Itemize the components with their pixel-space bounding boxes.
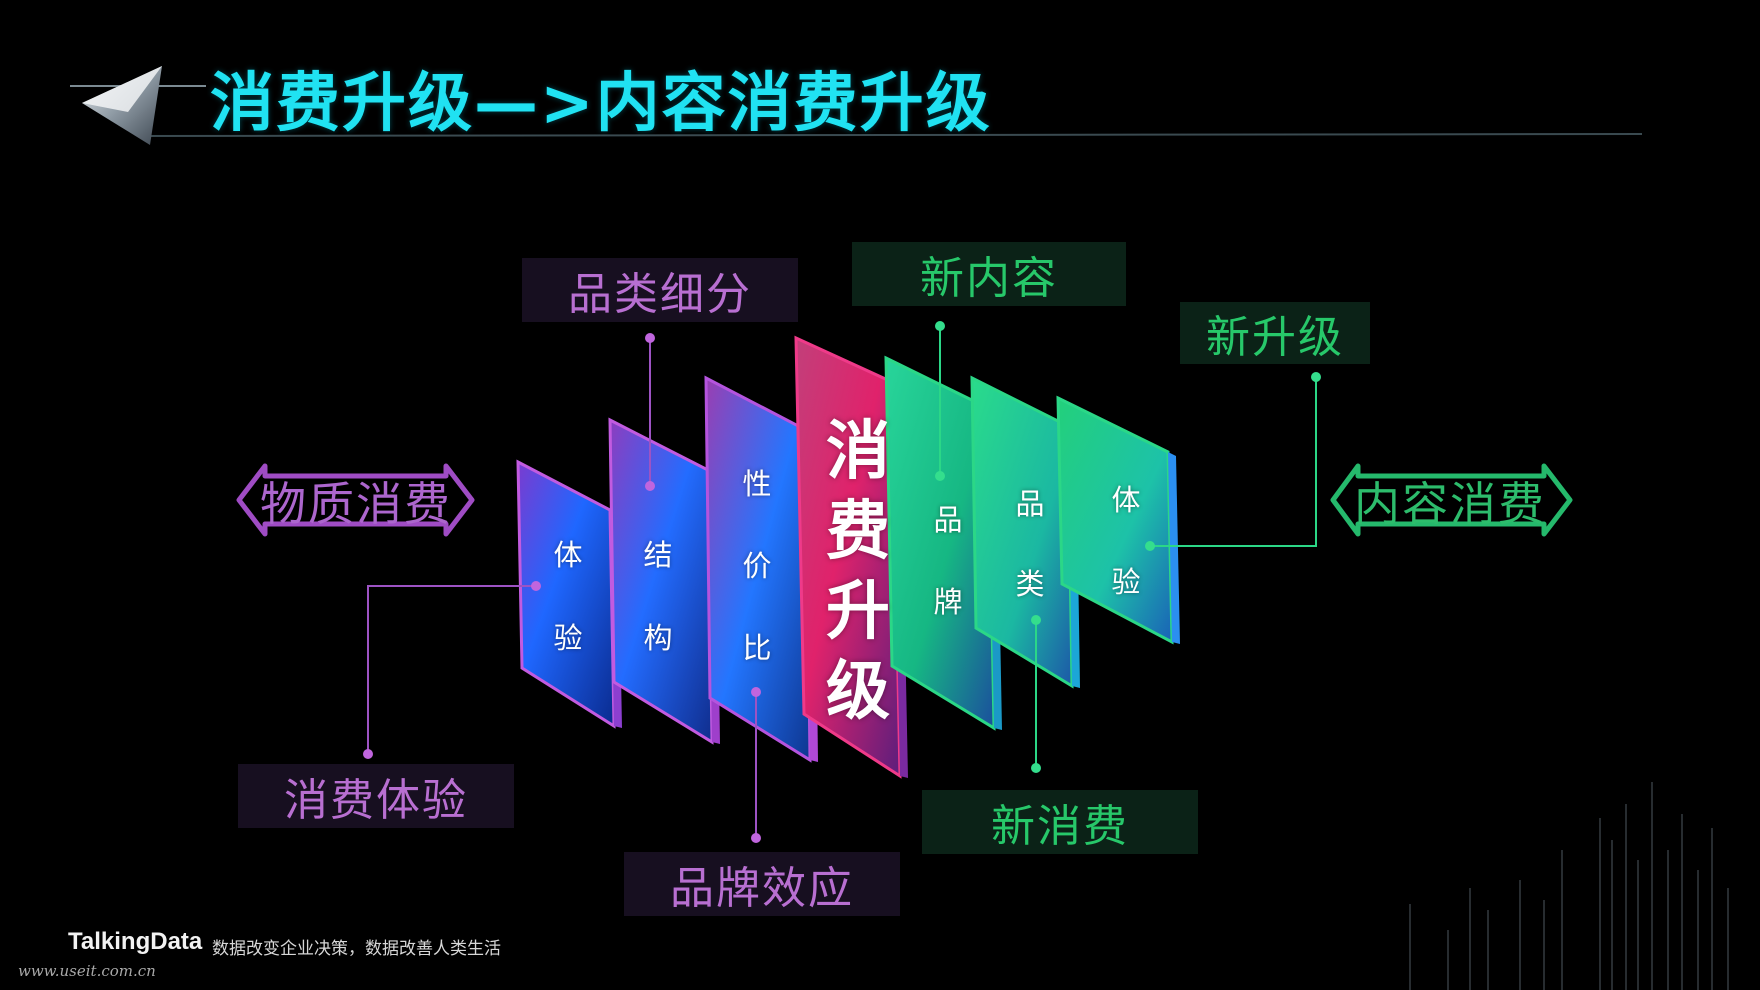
talkingdata-logo-text: TalkingData (68, 928, 203, 955)
header-line-right (137, 133, 1643, 137)
header-graphics (70, 66, 1643, 145)
center-char-4: 级 (826, 655, 890, 729)
panel-left-2-char-2: 构 (643, 621, 673, 655)
right-arrow-shape (1330, 463, 1573, 537)
panel-left-3-char-2: 价 (742, 549, 772, 583)
panel-right-2-char-2: 类 (1015, 567, 1045, 601)
panel-left-3-char-1: 性 (742, 467, 772, 501)
center-char-1: 消 (826, 415, 890, 489)
left-arrow-shape (236, 463, 475, 537)
footer-url: www.useit.com.cn (18, 962, 156, 980)
footer-slogan: 数据改变企业决策，数据改善人类生活 (212, 939, 501, 959)
callout-category-segmentation: 品类细分 (522, 258, 798, 322)
callout-consumption-experience: 消费体验 (238, 764, 514, 828)
panel-left-2 (608, 417, 720, 745)
center-char-3: 升 (826, 575, 890, 649)
callout-new-consumption: 新消费 (922, 790, 1198, 854)
panel-left-1-char-2: 验 (553, 621, 583, 655)
callout-new-upgrade: 新升级 (1180, 302, 1370, 364)
logo-highlight-icon (82, 66, 162, 112)
center-char-2: 费 (826, 495, 890, 569)
decorative-city-lines (1409, 782, 1729, 990)
panel-left-2-char-1: 结 (643, 538, 673, 572)
callout-brand-effect: 品牌效应 (624, 852, 900, 916)
panel-left-3-char-3: 比 (742, 631, 772, 665)
panel-right-3-char-1: 体 (1111, 483, 1141, 517)
callout-new-content: 新内容 (852, 242, 1126, 306)
panel-right-1-char-2: 牌 (933, 585, 963, 619)
material-consumption-label: 物质消费 (260, 477, 452, 531)
panel-right-3 (1056, 395, 1180, 645)
content-consumption-label: 内容消费 (1354, 477, 1546, 531)
panel-right-1-char-1: 品 (933, 503, 963, 537)
page-title: 消费升级—>内容消费升级 (210, 67, 992, 141)
panel-left-1 (516, 459, 622, 729)
callout-lines (363, 321, 1321, 843)
panel-left-1-char-1: 体 (553, 538, 583, 572)
panel-right-3-char-2: 验 (1111, 565, 1141, 599)
panel-right-2-char-1: 品 (1015, 487, 1045, 521)
